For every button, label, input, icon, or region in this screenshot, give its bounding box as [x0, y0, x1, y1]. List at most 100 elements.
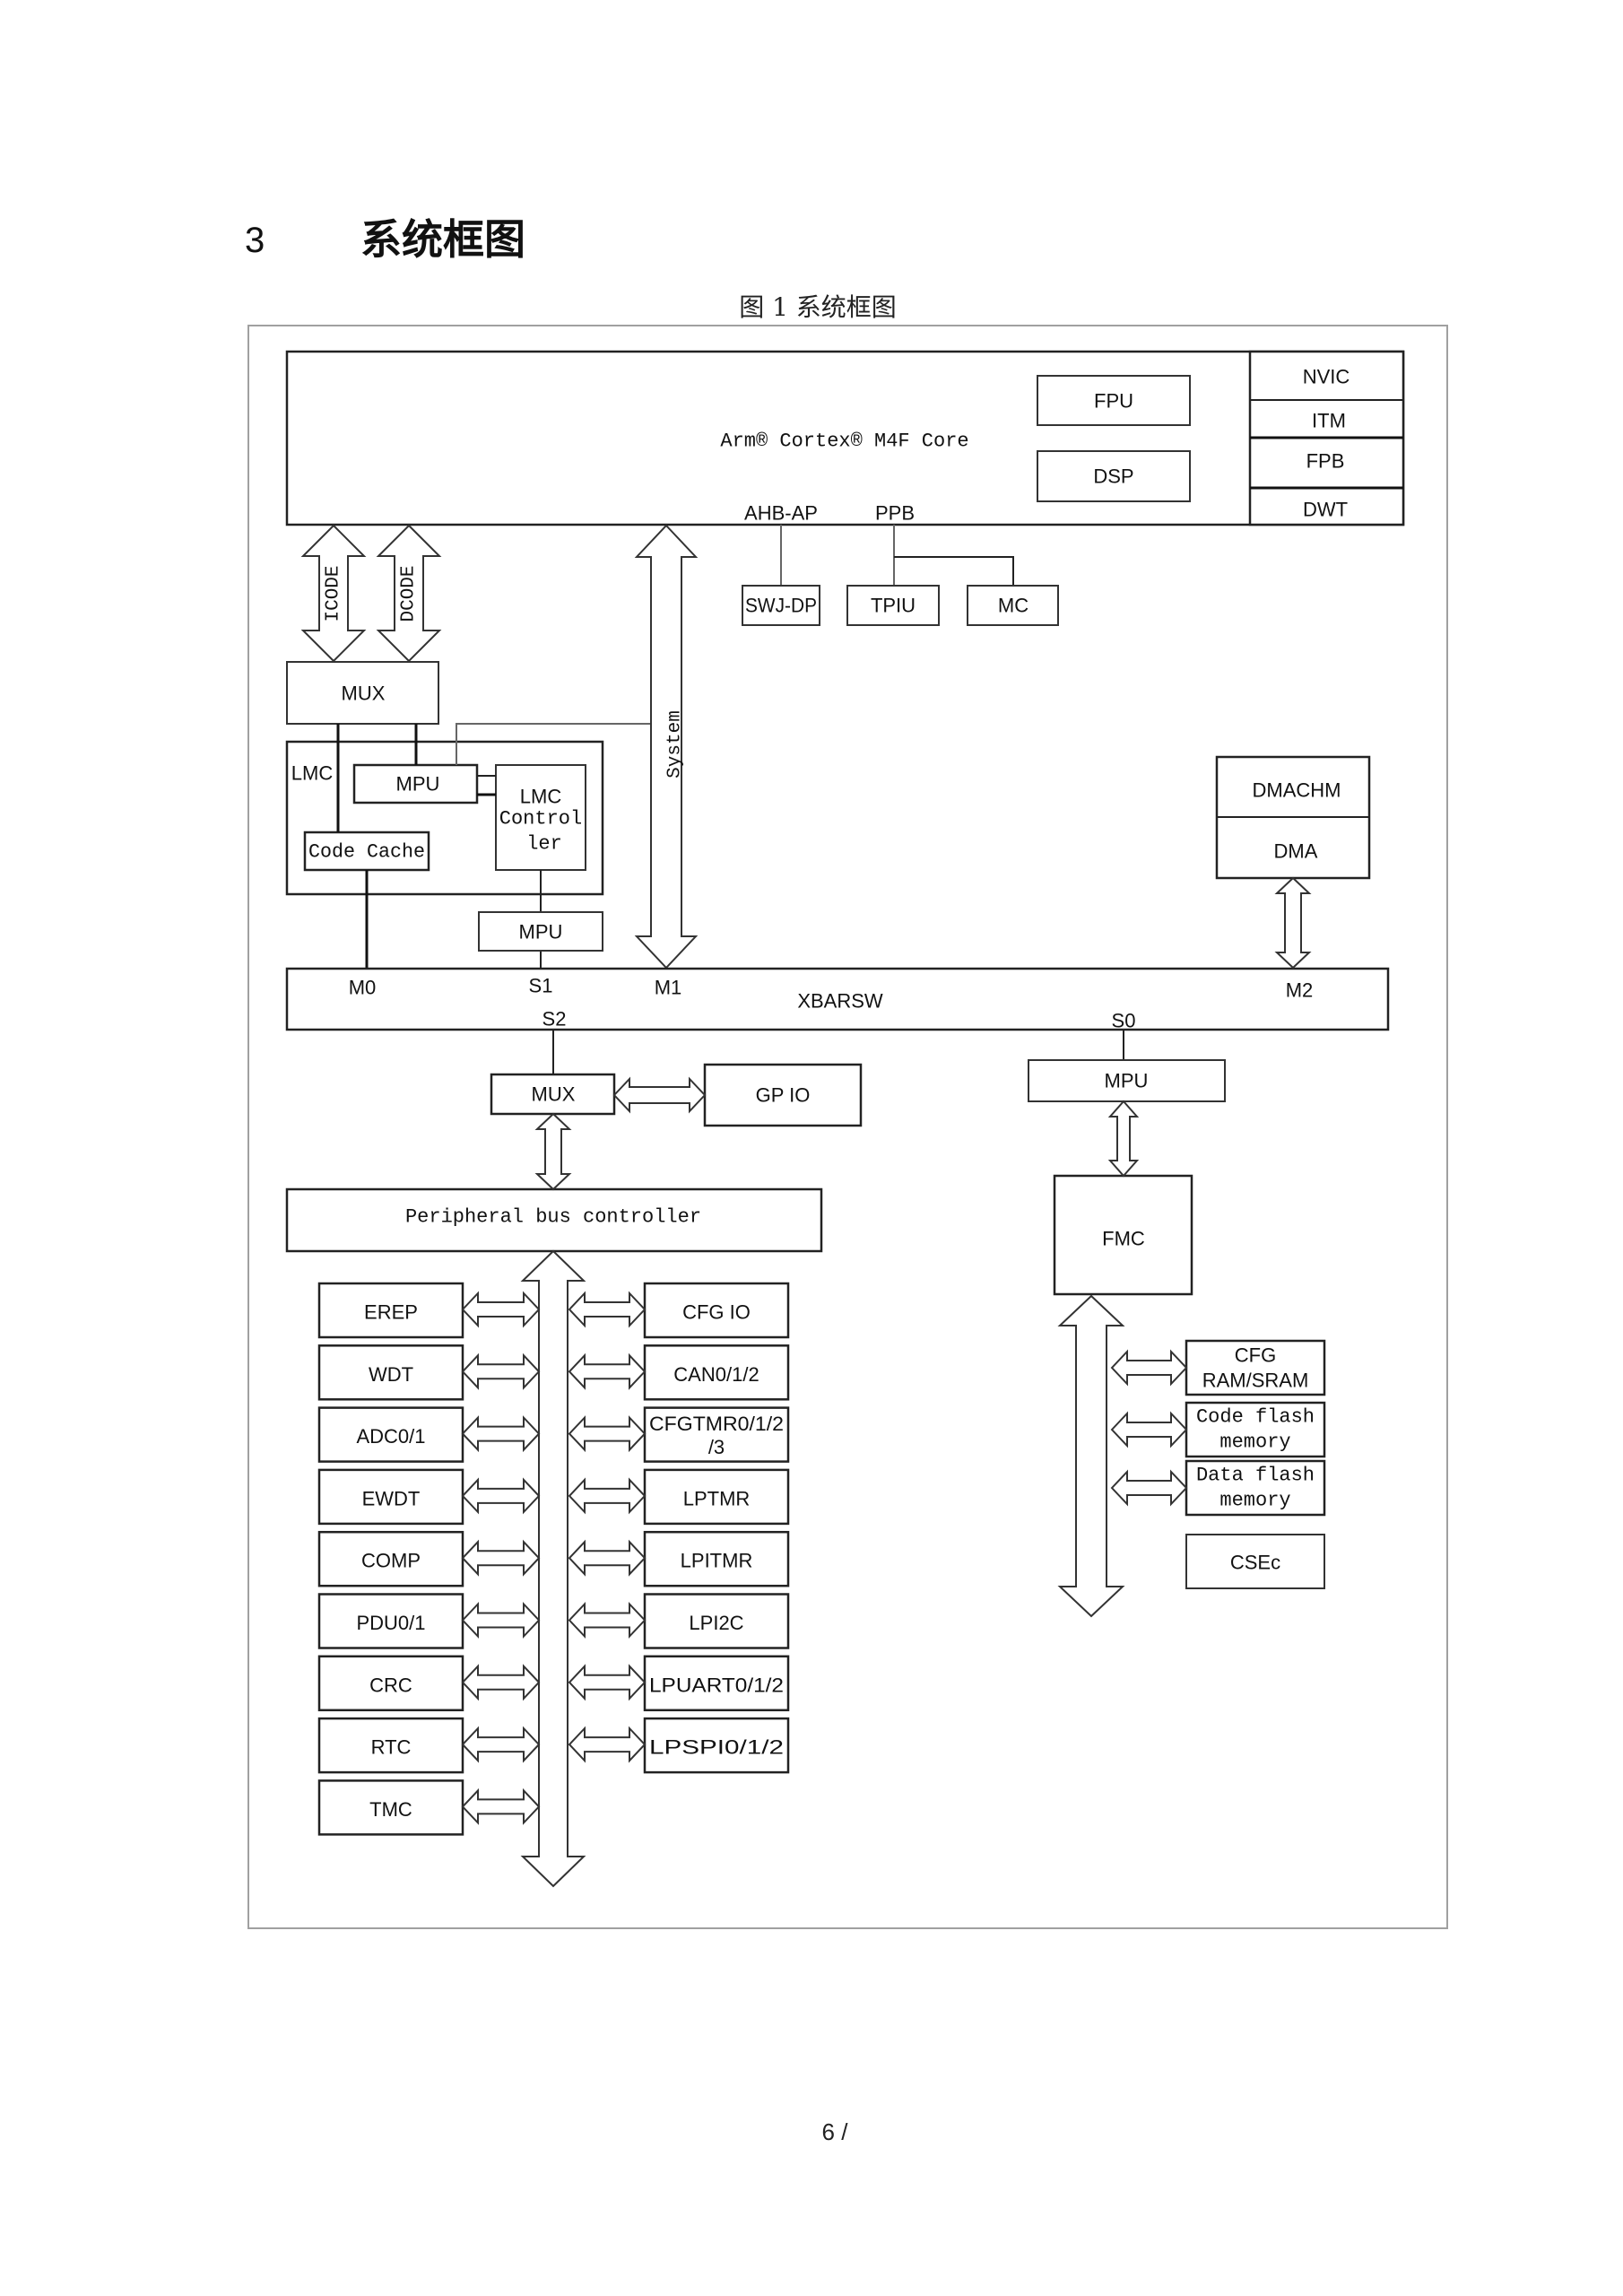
peripheral-link-arrow [568, 1291, 647, 1328]
dma-label: DMA [1274, 840, 1318, 863]
xbarsw-label: XBARSW [797, 990, 883, 1013]
lmc-mpu-box [352, 763, 479, 804]
peripheral-link-arrow [461, 1352, 541, 1390]
cortex-core-box [285, 350, 1405, 526]
itm-label: ITM [1312, 410, 1346, 432]
peripheral-left-item: COMP [317, 1530, 541, 1587]
peripheral-link-arrow [568, 1664, 647, 1701]
peripheral-box [643, 1717, 790, 1774]
xbar-port-m2: M2 [1286, 979, 1314, 1002]
peripheral-label: LPITMR [681, 1550, 753, 1572]
peripheral-link-arrow [461, 1664, 541, 1701]
dma-block: DMACHM DMA [1215, 755, 1371, 880]
memory-link-arrow [1110, 1349, 1188, 1387]
peripheral-right-item: LPI2C [568, 1593, 790, 1649]
icode-label: ICODE [324, 565, 344, 622]
peripheral-box [643, 1530, 790, 1587]
debug-blocks: SWJ-DP TPIU MC [742, 525, 1059, 626]
fmc-label: FMC [1102, 1228, 1145, 1250]
peripheral-link-arrow [568, 1539, 647, 1577]
ahb-ap-label: AHB-AP [744, 502, 818, 525]
peripheral-box [643, 1406, 790, 1463]
peripheral-box [317, 1655, 464, 1712]
peripheral-box [317, 1593, 464, 1649]
ppb-label: PPB [875, 502, 915, 525]
peripheral-link-arrow [568, 1726, 647, 1763]
cortex-core-block: Arm® Cortex® M4F Core FPU DSP NVIC ITM F… [285, 350, 1405, 526]
swj-dp-box [742, 585, 820, 626]
peripheral-bus-controller-box [285, 1187, 823, 1253]
mux-s2-box [490, 1073, 616, 1116]
dma-m2-arrow [1274, 876, 1312, 970]
memory-label: CFG [1235, 1344, 1276, 1367]
mc-box [967, 585, 1059, 626]
peripheral-box [643, 1468, 790, 1526]
peripheral-label: EREP [364, 1301, 418, 1324]
peripheral-left-item: PDU0/1 [317, 1593, 541, 1649]
peripheral-label: LPUART0/1/2 [649, 1674, 784, 1696]
peripheral-right-item: CFGTMR0/1/2/3 [568, 1406, 790, 1463]
peripheral-bus-controller-label: Peripheral bus controller [405, 1206, 701, 1229]
peripheral-label: EWDT [362, 1487, 421, 1509]
mpu-s1-label: MPU [519, 921, 563, 944]
code-cache-label: Code Cache [308, 841, 425, 864]
peripheral-left-item: ADC0/1 [317, 1406, 541, 1463]
xbar-port-s1: S1 [529, 975, 553, 997]
peripheral-link-arrow [461, 1539, 541, 1577]
peripheral-box [643, 1593, 790, 1649]
dcode-label: DCODE [399, 565, 420, 622]
memory-label: Data flash [1196, 1465, 1315, 1487]
dsp-box [1037, 450, 1191, 502]
mc-label: MC [998, 595, 1028, 617]
peripheral-link-arrow [568, 1477, 647, 1515]
lmc-controller-line-1: LMC [520, 786, 562, 808]
xbarsw-block: XBARSW M0 S1 M1 M2 S2 S0 [285, 967, 1390, 1032]
memory-label: memory [1219, 1490, 1290, 1512]
lmc-controller-line-2: Control [499, 808, 582, 831]
csec-box [1185, 1534, 1325, 1589]
peripheral-label: CRC [369, 1674, 412, 1696]
memory-label: Code flash [1196, 1406, 1315, 1429]
dwt-label: DWT [1303, 499, 1348, 521]
peripheral-right-item: CFG IO [568, 1282, 790, 1339]
tpiu-box [846, 585, 940, 626]
peripheral-label: COMP [361, 1550, 421, 1572]
peripheral-right-item: LPTMR [568, 1468, 790, 1526]
mpu-s0-label: MPU [1105, 1070, 1149, 1092]
peripheral-label: LPSPI0/1/2 [649, 1736, 784, 1759]
bus-arrows [520, 876, 1312, 1888]
system-bus-label: System [665, 710, 686, 778]
peripheral-bus-arrow [520, 1249, 586, 1888]
xbarsw-box [285, 967, 1390, 1031]
memory-box [1185, 1339, 1326, 1396]
peripheral-label: PDU0/1 [356, 1612, 425, 1634]
mux-s2-label: MUX [532, 1083, 576, 1106]
mpu-fmc-arrow [1107, 1100, 1140, 1178]
mux-gpio-arrow [612, 1076, 707, 1114]
peripheral-label: CFG IO [682, 1301, 751, 1324]
peripheral-right-item: LPITMR [568, 1530, 790, 1587]
memory-item: Data flash memory [1110, 1459, 1326, 1517]
lmc-controller-line-3: ler [526, 833, 562, 856]
figure-frame [247, 325, 1448, 1929]
peripheral-right-item: LPUART0/1/2 [568, 1655, 790, 1712]
peripheral-box [643, 1344, 790, 1401]
lmc-block: LMC MPU LMC Control ler Code Cache [285, 740, 604, 896]
memory-label: memory [1219, 1431, 1290, 1454]
memory-link-arrow [1110, 1411, 1188, 1448]
xbar-port-s2: S2 [542, 1008, 567, 1031]
swj-dp-label: SWJ-DP [745, 595, 817, 617]
peripheral-label: CFGTMR0/1/2 [649, 1413, 784, 1435]
peripheral-link-arrow [461, 1291, 541, 1328]
mux-pbc-arrow [534, 1112, 572, 1191]
peripheral-link-arrow [461, 1477, 541, 1515]
fpu-box [1037, 375, 1191, 426]
memory-link-arrow [1110, 1469, 1188, 1507]
peripheral-left-item: TMC [317, 1779, 541, 1836]
peripheral-box [317, 1282, 464, 1339]
mux-top-label: MUX [342, 683, 386, 705]
mpu-s1-box [478, 911, 603, 952]
peripheral-link-arrow [461, 1787, 541, 1825]
peripheral-left-item: WDT [317, 1344, 541, 1401]
